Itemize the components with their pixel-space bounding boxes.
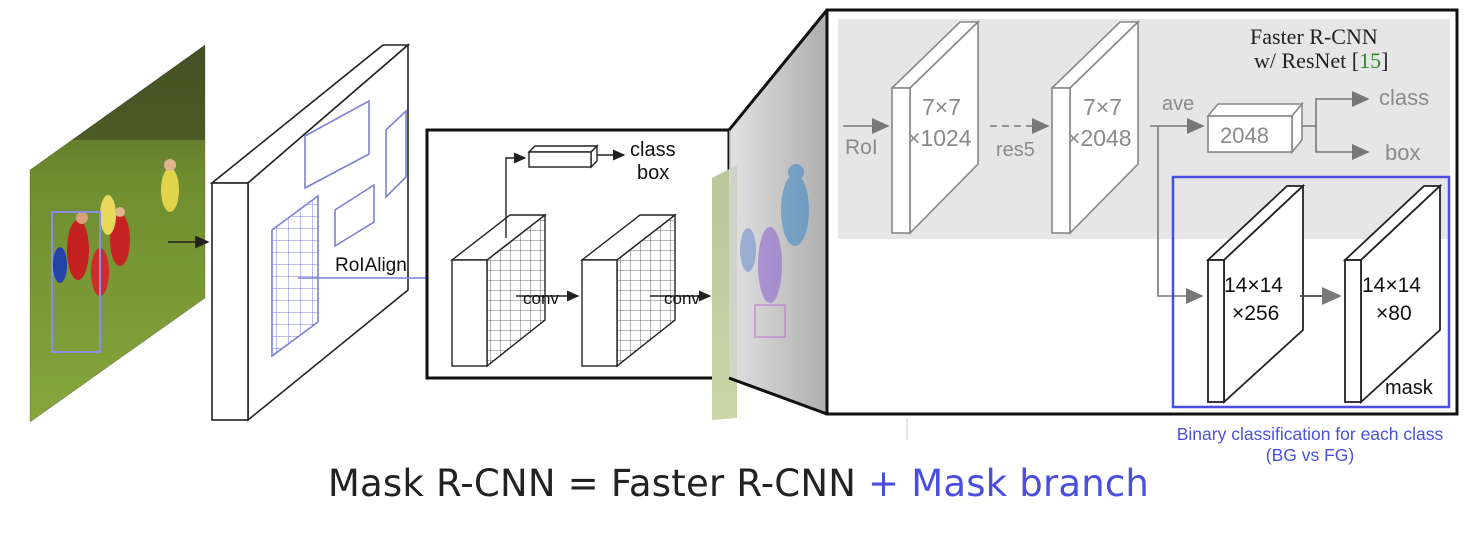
conv-block-1 <box>449 213 548 368</box>
formula: Mask R-CNN = Faster R-CNN + Mask branch <box>0 462 1477 505</box>
inset-box-label: box <box>1385 140 1420 165</box>
caption-line2: (BG vs FG) <box>1265 445 1355 465</box>
output-mask-overlay <box>740 164 809 338</box>
class-label: class <box>630 139 676 161</box>
inset-ave-label: ave <box>1162 93 1194 115</box>
conv-label-1: conv <box>523 289 559 308</box>
input-image <box>29 44 206 423</box>
rpn-proposals <box>304 99 407 248</box>
box-label: box <box>637 162 669 184</box>
conv-label-2: conv <box>664 289 700 308</box>
reference-number: 15 <box>1359 48 1381 73</box>
zoom-projection <box>729 10 827 414</box>
inset-block1-line1: 7×7 <box>922 94 961 120</box>
formula-base: Mask R-CNN = Faster R-CNN <box>327 462 869 505</box>
inset-vector-label: 2048 <box>1220 123 1269 148</box>
inset-title-line2: w/ ResNet [15] <box>1254 48 1388 73</box>
mask1-line2: ×256 <box>1232 302 1279 325</box>
caption-line1: Binary classification for each class <box>1176 424 1444 444</box>
inset-class-label: class <box>1379 85 1429 110</box>
mask2-line1: 14×14 <box>1362 274 1421 297</box>
inset-roi-label: RoI <box>845 136 878 159</box>
inset-block2-line2: ×2048 <box>1067 125 1132 151</box>
mask-label: mask <box>1385 377 1434 399</box>
inset-res5-label: res5 <box>996 139 1035 161</box>
inset-block1-line2: ×1024 <box>907 125 972 151</box>
mask-branch-highlight <box>1171 175 1451 409</box>
mask-branch-caption: Binary classification for each class (BG… <box>1140 424 1477 466</box>
inset-block2-line1: 7×7 <box>1083 94 1122 120</box>
mask1-line1: 14×14 <box>1224 274 1283 297</box>
formula-accent: + Mask branch <box>868 462 1150 505</box>
roi-grid <box>271 194 319 358</box>
conv-block-2 <box>579 213 678 368</box>
roialign-label: RoIAlign <box>335 255 407 276</box>
mask2-line2: ×80 <box>1376 302 1412 325</box>
inset-panel: Faster R-CNN w/ ResNet [15] RoI 7×7 ×102… <box>825 8 1459 416</box>
fc-vector <box>527 144 599 169</box>
inset-title-line1: Faster R-CNN <box>1250 24 1378 49</box>
